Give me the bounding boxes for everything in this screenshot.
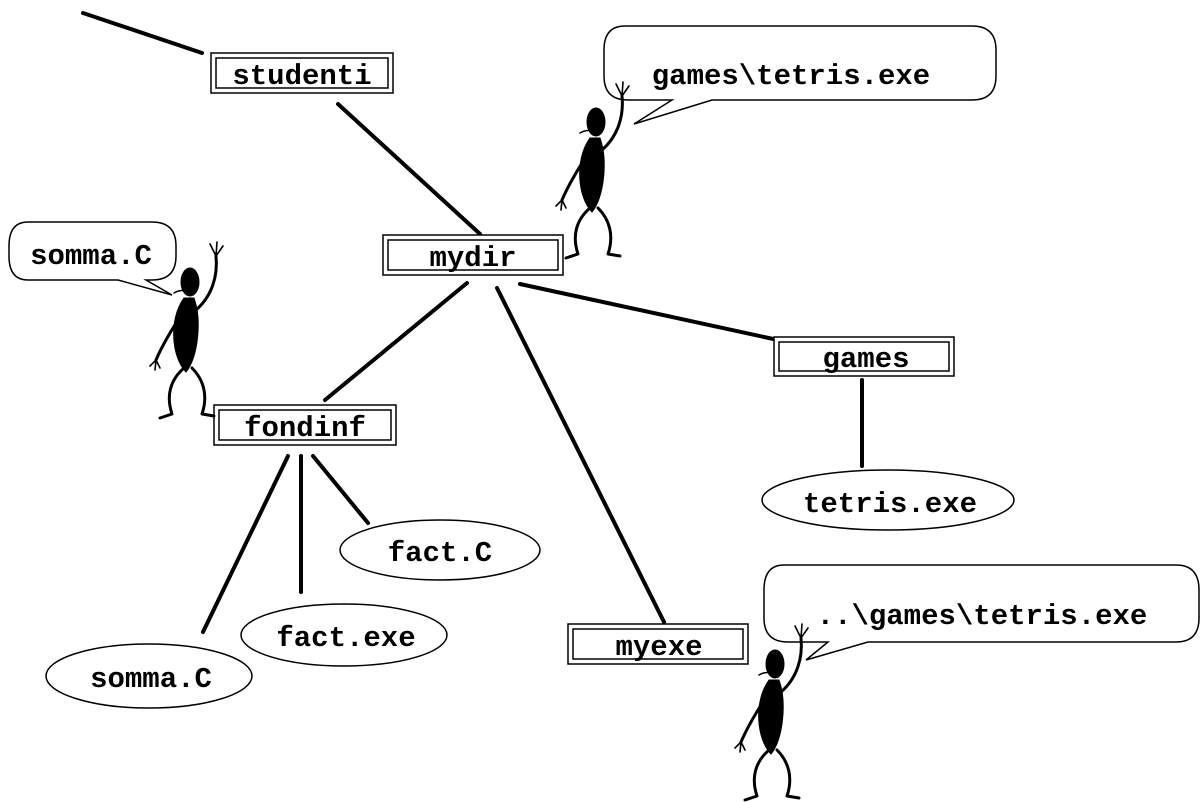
edge-studenti-mydir xyxy=(336,102,482,236)
file-tetris: tetris.exe xyxy=(761,469,1015,531)
dir-myexe-label: myexe xyxy=(615,631,702,664)
edge-parent-studenti xyxy=(81,11,204,55)
edge-fondinf-factc xyxy=(311,454,370,525)
edge-fondinf-sommac xyxy=(201,454,290,634)
dir-myexe: myexe xyxy=(567,623,749,665)
speech-bubble-left: somma.C xyxy=(8,221,177,296)
file-somma-c: somma.C xyxy=(45,643,253,709)
speech-bubble-bottom-right: ..\games\tetris.exe xyxy=(763,564,1200,661)
file-fact-exe-label: fact.exe xyxy=(276,622,415,655)
file-fact-c: fact.C xyxy=(339,519,541,581)
edge-mydir-fondinf xyxy=(323,281,469,402)
speech-bubble-top-text: games\tetris.exe xyxy=(652,60,930,93)
file-somma-c-label: somma.C xyxy=(90,663,212,696)
dir-fondinf-label: fondinf xyxy=(244,412,366,445)
dir-studenti-label: studenti xyxy=(232,60,371,93)
tree-edges xyxy=(81,11,864,634)
dir-fondinf: fondinf xyxy=(213,404,397,446)
dir-mydir-label: mydir xyxy=(429,242,516,275)
edge-mydir-myexe xyxy=(495,286,666,624)
speech-bubble-top: games\tetris.exe xyxy=(603,25,997,125)
dir-games-label: games xyxy=(822,343,909,376)
stick-figure-top xyxy=(554,80,631,260)
speech-bubble-left-text: somma.C xyxy=(30,240,152,273)
file-tetris-label: tetris.exe xyxy=(803,488,977,521)
dir-studenti: studenti xyxy=(210,52,394,94)
file-fact-exe: fact.exe xyxy=(240,603,448,667)
dir-mydir: mydir xyxy=(382,234,564,276)
speech-bubble-bottom-right-text: ..\games\tetris.exe xyxy=(817,600,1148,633)
file-fact-c-label: fact.C xyxy=(388,537,492,570)
dir-games: games xyxy=(773,336,955,377)
edge-mydir-games xyxy=(518,282,780,342)
